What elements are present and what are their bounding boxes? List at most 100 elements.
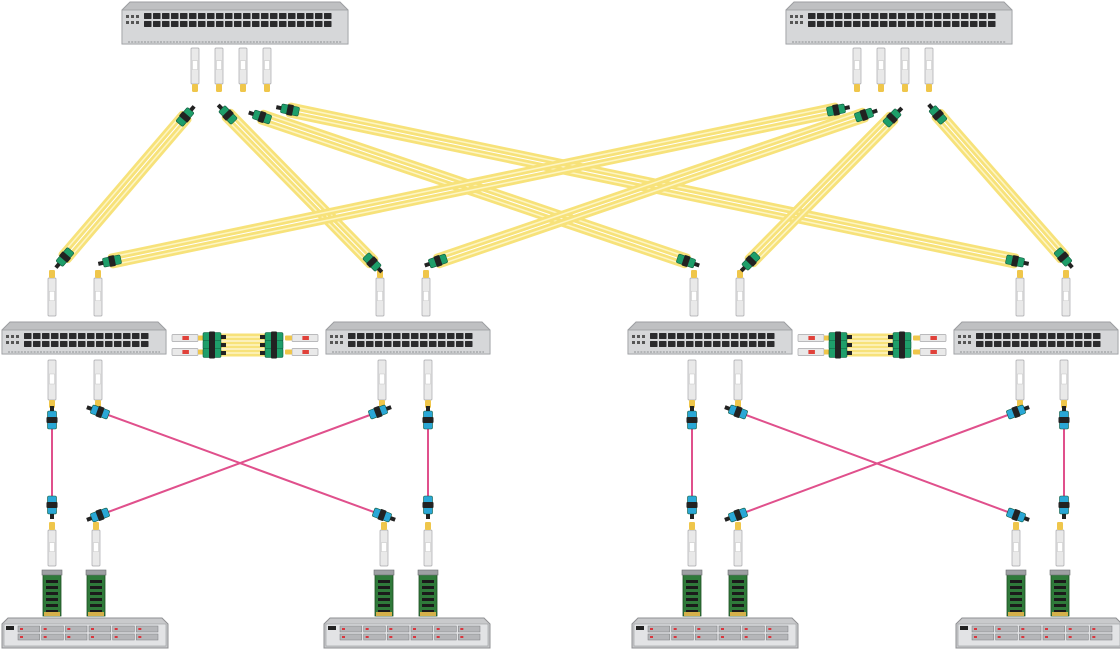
mpo-boot [847, 335, 852, 339]
drive-bay [410, 633, 433, 641]
switch-port [976, 333, 984, 339]
status-led [335, 335, 338, 338]
switch-port [411, 333, 419, 339]
transceiver-pull-tab [737, 270, 743, 278]
switch-port [740, 333, 748, 339]
mpo-boot [54, 262, 61, 269]
mpo-connector-icon [854, 107, 878, 123]
mpo-latch [1011, 406, 1021, 418]
qsfp-transceiver-icon [687, 522, 697, 567]
switch-port [1003, 341, 1011, 347]
transceiver-label [902, 60, 908, 70]
mpo-boot [724, 516, 731, 522]
nic-heatsink-fin [90, 598, 102, 601]
server-1 [1, 617, 169, 649]
mpo-boot [690, 514, 694, 519]
mpo-boot [739, 266, 747, 273]
status-led [963, 335, 966, 338]
transceiver-label [689, 542, 695, 552]
switch-port [934, 21, 942, 27]
mpo-boot [896, 106, 904, 113]
switch-port [943, 21, 951, 27]
transceiver-label [808, 336, 815, 340]
mpo-latch [733, 509, 743, 521]
mpo-latch [886, 112, 898, 124]
nic-card-icon [1049, 569, 1071, 617]
switch-port [976, 341, 984, 347]
fiber-jacket [737, 411, 1017, 516]
mpo-latch [681, 255, 691, 267]
transceiver-pull-tab [735, 522, 741, 530]
mpo-boot [724, 405, 731, 411]
transceiver-label [735, 542, 741, 552]
status-led [136, 21, 139, 24]
nic-heatsink-fin [686, 586, 698, 589]
switch-port [731, 341, 739, 347]
mpo-connector-icon [927, 103, 948, 125]
switch-port [105, 333, 113, 339]
transceiver-pull-tab [913, 349, 920, 355]
server-3 [631, 617, 799, 649]
switch-port [749, 341, 757, 347]
server-4 [955, 617, 1120, 649]
switch-port [180, 21, 188, 27]
switch-port [438, 333, 446, 339]
switch-port [144, 13, 152, 19]
switch-port [348, 333, 356, 339]
status-led [637, 335, 640, 338]
drive-bay [458, 633, 481, 641]
transceiver-label [49, 542, 55, 552]
switch-port [324, 21, 332, 27]
transceiver-label [425, 542, 431, 552]
mpo-boot [376, 267, 384, 274]
switch-port [695, 341, 703, 347]
drive-led [744, 628, 748, 630]
mpo-latch [377, 509, 387, 521]
mpo-connector-icon [216, 103, 238, 125]
switch-port [216, 21, 224, 27]
qsfp-transceiver-icon [689, 270, 699, 317]
switch-port [189, 13, 197, 19]
mpo-boot [847, 351, 852, 355]
mpo-boot [426, 514, 430, 519]
drive-led [342, 636, 345, 638]
switch-port [132, 341, 140, 347]
switch-port [1066, 341, 1074, 347]
cable-layer [51, 102, 1070, 516]
switch-port [970, 21, 978, 27]
status-led [790, 15, 793, 18]
switch-port [366, 341, 374, 347]
nic-heatsink-fin [1054, 586, 1066, 589]
mpo-boot [248, 110, 255, 116]
switch-port [162, 21, 170, 27]
switch-port [114, 333, 122, 339]
mpo-latch [745, 255, 757, 267]
status-led [963, 341, 966, 344]
qsfp-transceiver-icon [1011, 522, 1021, 567]
switch-port [216, 13, 224, 19]
drive-bay [434, 633, 457, 641]
switch-port [141, 341, 149, 347]
drive-led [365, 636, 369, 638]
transceiver-pull-tab [49, 270, 55, 278]
nic-card-icon [1005, 569, 1027, 617]
transceiver-pull-tab [95, 270, 101, 278]
qsfp-transceiver-icon [171, 348, 205, 356]
drive-bay [1090, 633, 1113, 641]
switch-port [87, 341, 95, 347]
drive-bay [88, 625, 111, 633]
switch-port [306, 21, 314, 27]
mpo-boot [888, 343, 893, 347]
qsfp-transceiver-icon [797, 348, 831, 356]
qsfp-transceiver-icon [377, 359, 387, 408]
nic-heatsink-fin [378, 586, 390, 589]
mpo-connector-icon [1058, 495, 1070, 519]
switch-port [315, 13, 323, 19]
mpo-connector-icon [202, 331, 226, 343]
switch-port [207, 21, 215, 27]
mpo-latch [95, 509, 105, 521]
switch-port [420, 341, 428, 347]
switch-port [456, 341, 464, 347]
switch-port [704, 333, 712, 339]
